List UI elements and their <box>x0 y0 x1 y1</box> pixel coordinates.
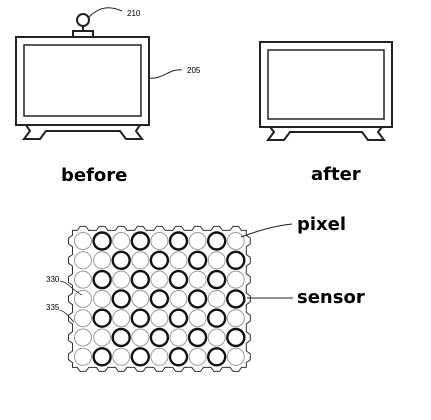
sensor-circle <box>111 289 131 309</box>
pixel-circle <box>207 289 226 308</box>
caption-after: after <box>311 164 361 185</box>
pixel-circle <box>112 232 131 250</box>
pixel-circle <box>150 347 169 366</box>
sensor-circle <box>226 289 246 309</box>
pixel-circle <box>226 347 245 366</box>
ref-335: 335 <box>46 303 60 312</box>
monitor-before <box>15 13 150 140</box>
sensor-circle <box>206 231 227 251</box>
sensor-circle <box>92 231 112 251</box>
pixel-circle <box>150 309 169 328</box>
sensor-circle <box>187 289 208 309</box>
pixel-circle <box>169 328 188 347</box>
pixel-circle <box>207 251 226 270</box>
grid-outline <box>67 225 251 372</box>
leader-205 <box>148 69 183 79</box>
sensor-circle <box>149 327 170 348</box>
pixel-circle <box>226 309 245 328</box>
pixel-circle <box>131 328 150 347</box>
caption-before: before <box>61 165 127 186</box>
monitor-screen <box>23 44 142 117</box>
pixel-circle <box>74 232 92 250</box>
sensor-circle <box>149 250 170 270</box>
leader-pixel <box>240 223 293 238</box>
pixel-circle <box>93 328 112 347</box>
sensor-circle <box>130 269 151 290</box>
callout-sensor: sensor <box>297 287 365 308</box>
pixel-circle <box>150 270 169 289</box>
sensor-circle <box>168 231 189 251</box>
sensor-circle <box>130 308 151 328</box>
pixel-circle <box>112 270 131 289</box>
pixel-circle <box>74 309 92 328</box>
sensor-circle <box>130 347 151 367</box>
ref-330: 330 <box>46 275 60 284</box>
sensor-circle <box>130 231 151 251</box>
pixel-circle <box>74 328 92 347</box>
pixel-circle <box>131 289 150 308</box>
pixel-circle <box>74 270 92 289</box>
leader-210 <box>88 7 123 18</box>
pixel-circle <box>93 289 112 308</box>
pixel-circle <box>188 270 207 289</box>
pixel-circle <box>112 347 131 366</box>
sensor-grid <box>67 225 251 372</box>
monitor-stand <box>22 124 144 140</box>
ref-205: 205 <box>187 66 201 75</box>
pixel-circle <box>188 232 207 250</box>
sensor-circle <box>206 269 227 290</box>
sensor-circle <box>226 250 246 270</box>
monitor-after <box>259 41 393 141</box>
sensor-circle <box>111 327 131 348</box>
pixel-circle <box>93 251 112 270</box>
pixel-circle <box>188 309 207 328</box>
monitor-bezel <box>259 41 393 128</box>
sensor-circle <box>92 347 112 367</box>
monitor-bezel <box>15 36 150 126</box>
sensor-circle <box>226 327 246 348</box>
camera-icon <box>72 13 94 38</box>
pixel-circle <box>74 251 92 270</box>
pixel-circle <box>226 232 245 250</box>
leader-335 <box>59 309 75 323</box>
sensor-circle <box>168 269 189 290</box>
monitor-stand <box>266 126 386 141</box>
sensor-circle <box>206 308 227 328</box>
sensor-circle <box>187 250 208 270</box>
pixel-circle <box>112 309 131 328</box>
pixel-circle <box>74 347 92 366</box>
sensor-circle <box>168 308 189 328</box>
pixel-circle <box>188 347 207 366</box>
sensor-circle <box>149 289 170 309</box>
leader-330 <box>59 280 83 296</box>
ref-210: 210 <box>127 9 141 18</box>
pixel-circle <box>169 251 188 270</box>
sensor-circle <box>187 327 208 348</box>
callout-pixel: pixel <box>297 214 346 235</box>
sensor-circle <box>206 347 227 367</box>
sensor-circle <box>111 250 131 270</box>
pixel-circle <box>74 289 92 308</box>
sensor-circle <box>92 308 112 328</box>
sensor-circle <box>168 347 189 367</box>
pixel-circle <box>207 328 226 347</box>
sensor-circle <box>92 269 112 290</box>
pixel-circle <box>131 251 150 270</box>
pixel-circle <box>150 232 169 250</box>
monitor-screen <box>267 49 385 120</box>
pixel-circle <box>169 289 188 308</box>
pixel-circle <box>226 270 245 289</box>
